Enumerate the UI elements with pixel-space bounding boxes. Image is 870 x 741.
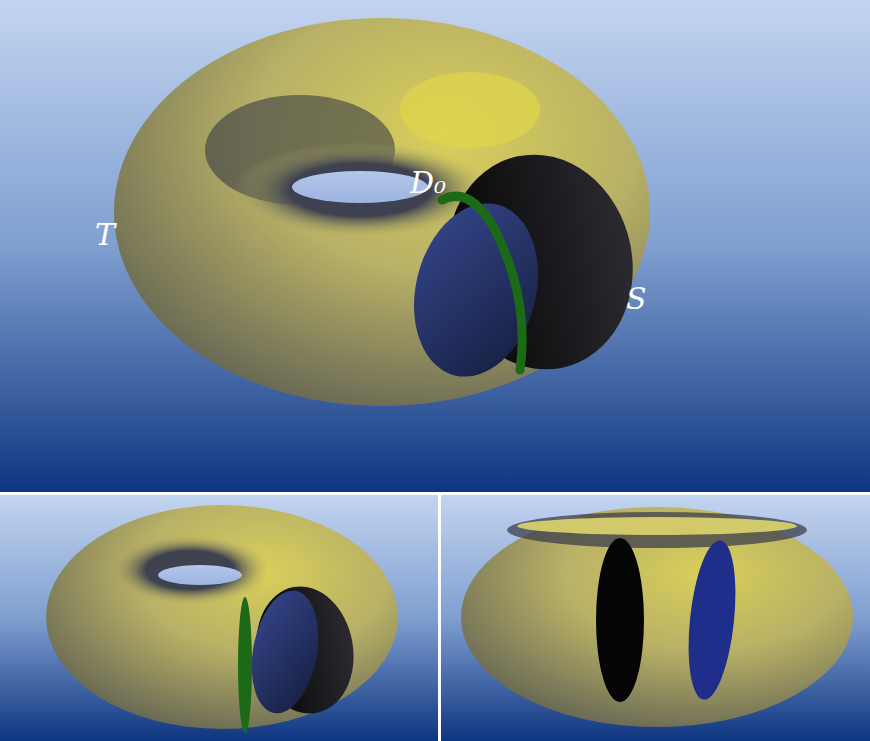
disc-d0 [442, 196, 522, 370]
torus-inner-wall [110, 535, 270, 605]
cut-opening [596, 538, 644, 702]
sphere-s [396, 190, 555, 390]
torus-surface [46, 505, 398, 729]
separator [0, 492, 870, 495]
torus-highlight [400, 72, 540, 148]
disc-d0 [238, 597, 252, 733]
torus-surface [461, 507, 853, 727]
part-label: T [95, 220, 115, 250]
part-label: D₀ [410, 168, 446, 198]
part-label: S [626, 284, 647, 314]
sphere-s [682, 538, 742, 702]
torus-hole [158, 565, 242, 585]
background [441, 495, 870, 741]
torus-inner-wall [507, 512, 807, 548]
background [0, 495, 438, 741]
background [0, 0, 870, 492]
sphere-s [243, 585, 328, 718]
torus-hole [292, 171, 428, 203]
torus-top-rim [517, 517, 797, 535]
